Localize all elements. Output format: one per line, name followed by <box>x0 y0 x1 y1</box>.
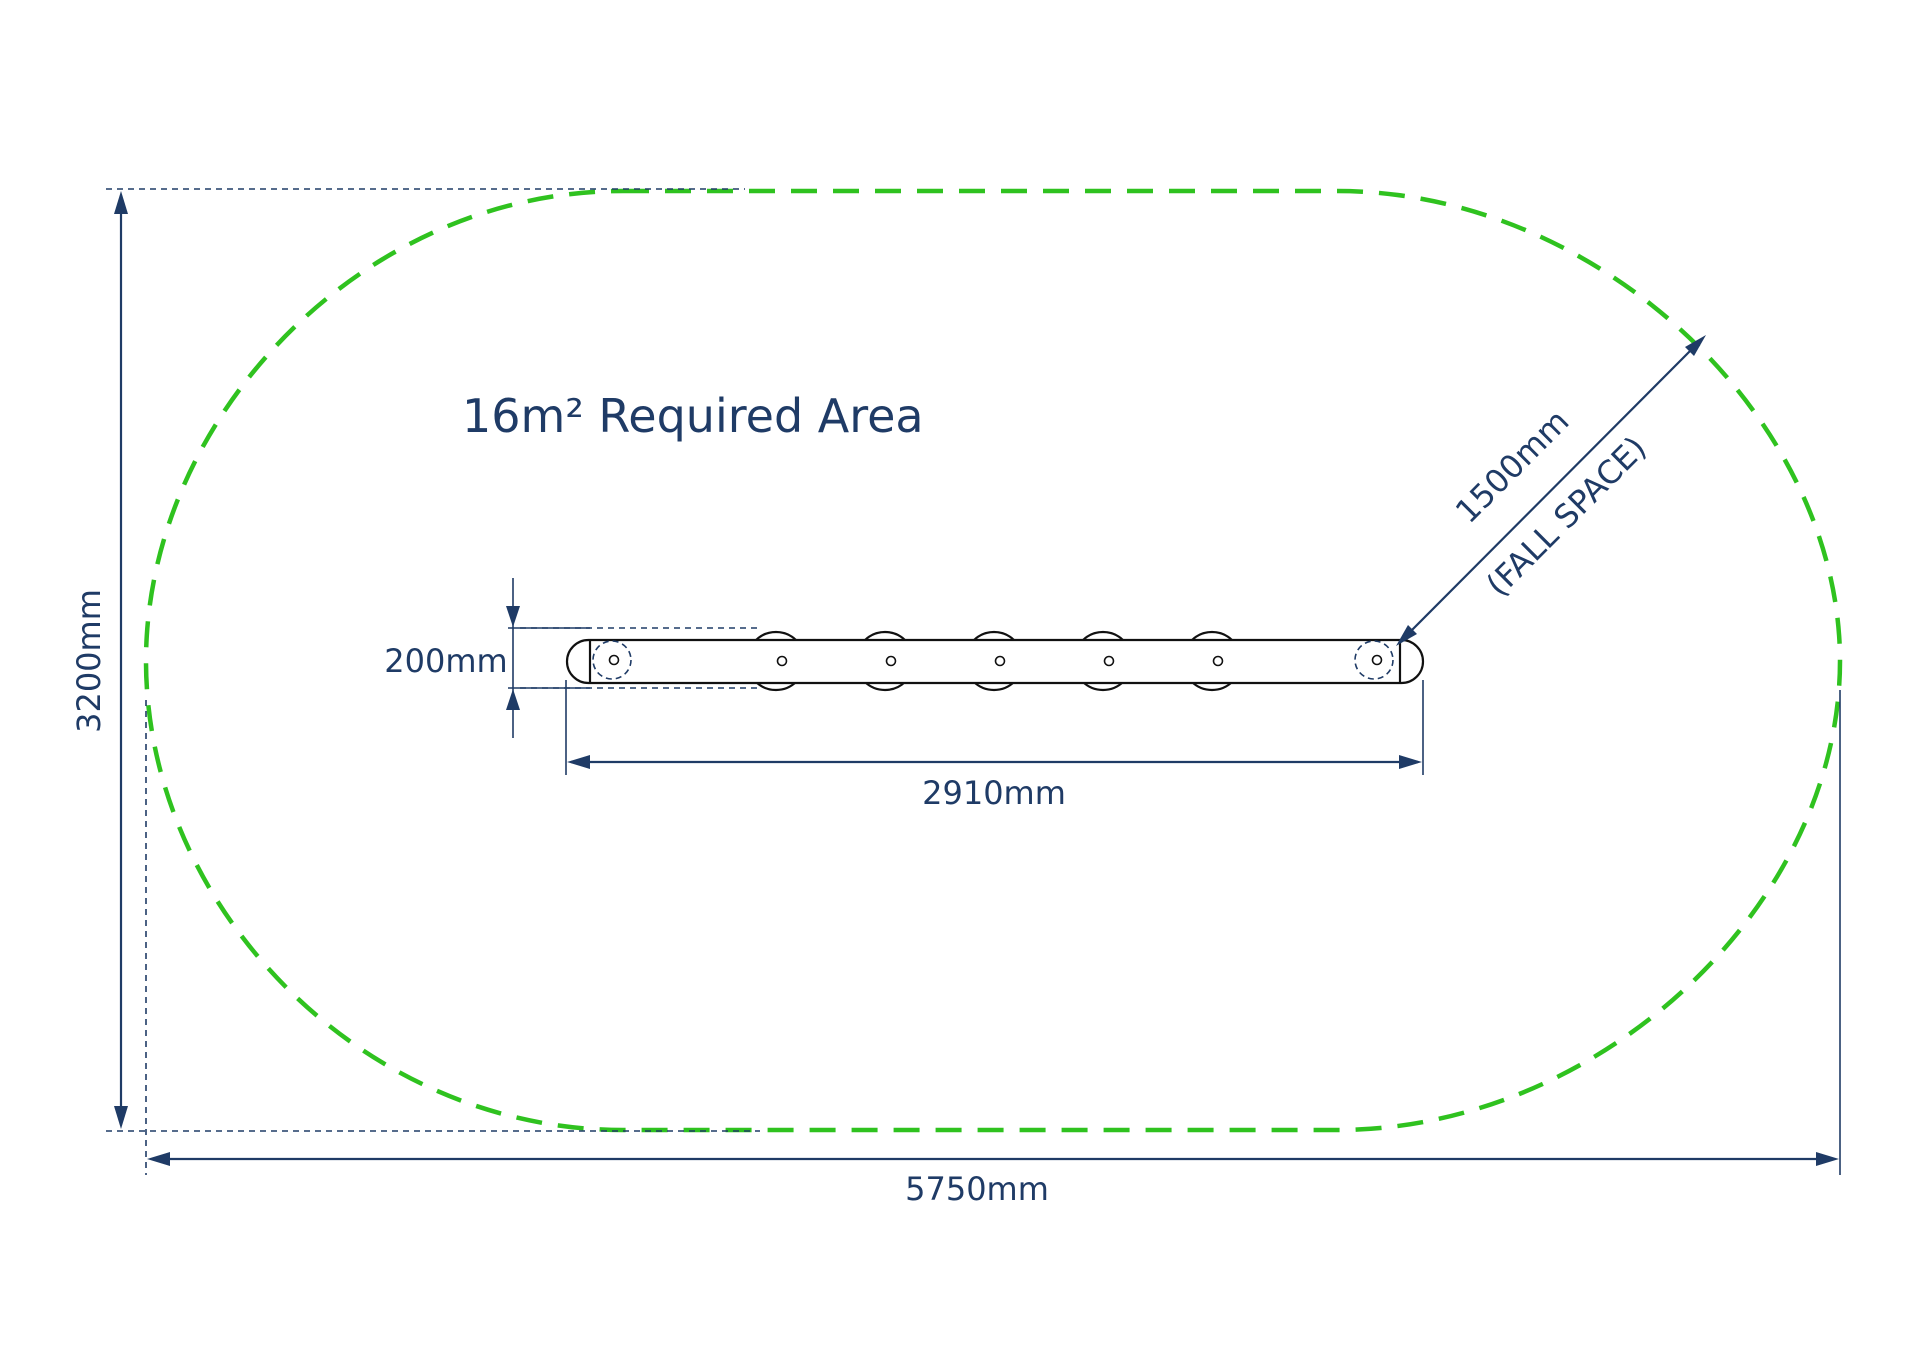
width-dimension-label: 5750mm <box>905 1170 1049 1208</box>
stone-center <box>885 655 897 667</box>
fall-space-dimension: 1500mm (FALL SPACE) <box>1396 335 1706 646</box>
stone-center <box>1212 655 1224 667</box>
beam-length-dimension: 2910mm <box>565 680 1424 812</box>
stone-center <box>1103 655 1115 667</box>
post-left <box>592 640 632 680</box>
height-dimension: 3200mm <box>70 191 128 1129</box>
height-dimension-label: 3200mm <box>70 589 108 733</box>
post-right <box>1354 640 1394 680</box>
beam-width-label: 200mm <box>384 642 507 680</box>
balance-beam <box>565 630 1425 692</box>
beam-width-dimension: 200mm <box>384 578 760 738</box>
stone-center <box>994 655 1006 667</box>
stone-center <box>776 655 788 667</box>
width-dimension: 5750mm <box>147 1152 1839 1208</box>
required-area-title: 16m² Required Area <box>462 389 924 443</box>
required-area-boundary <box>143 188 1843 1133</box>
beam-length-label: 2910mm <box>922 774 1066 812</box>
post-left-center <box>608 654 620 666</box>
post-right-center <box>1371 654 1383 666</box>
